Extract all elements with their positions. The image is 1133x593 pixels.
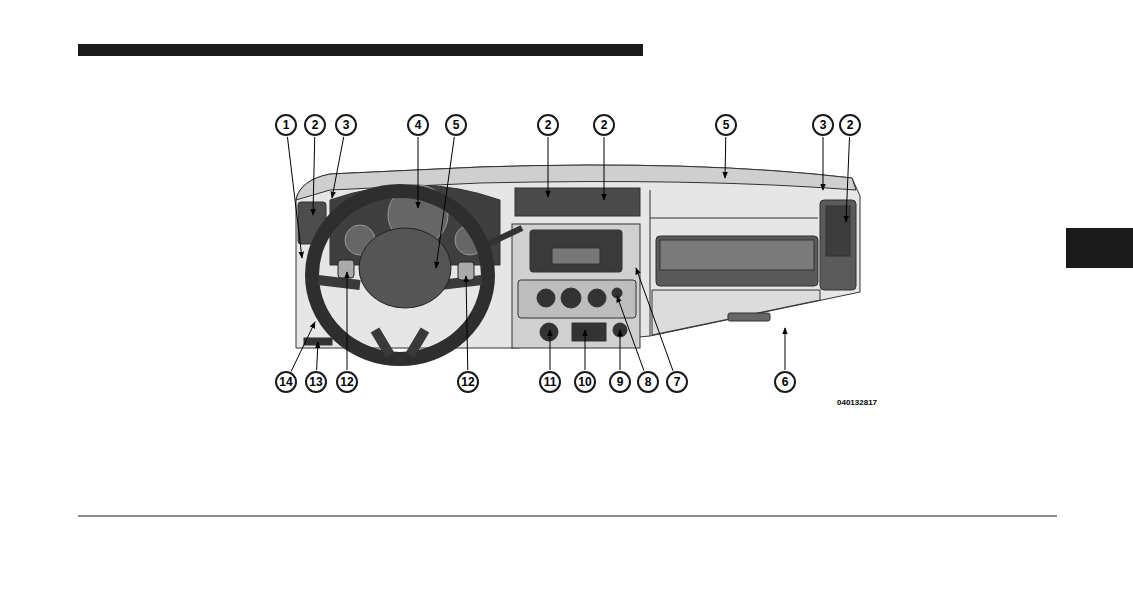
callout-circle: 3 — [812, 114, 834, 136]
leader-line — [291, 322, 315, 371]
callout-number: 13 — [309, 376, 322, 388]
callout-circle: 4 — [407, 114, 429, 136]
leader-line — [332, 137, 344, 198]
callout-number: 3 — [820, 119, 827, 131]
leader-line — [846, 137, 850, 222]
leader-line — [620, 330, 621, 370]
callout-circle: 2 — [537, 114, 559, 136]
leader-line — [347, 272, 348, 370]
steering-wheel — [312, 191, 488, 359]
leader-line — [466, 276, 468, 370]
callout-number: 12 — [340, 376, 353, 388]
callout-number: 6 — [782, 376, 789, 388]
leader-line — [436, 137, 454, 268]
figure-code: 040132817 — [836, 398, 878, 407]
callout-number: 2 — [847, 119, 854, 131]
leader-line — [585, 330, 586, 370]
callout-number: 12 — [461, 376, 474, 388]
callout-number: 7 — [674, 376, 681, 388]
callout-circle: 5 — [445, 114, 467, 136]
callout-number: 14 — [279, 376, 292, 388]
callout-circle: 12 — [457, 371, 479, 393]
leader-line — [725, 137, 727, 178]
callout-number: 5 — [453, 119, 460, 131]
callout-number: 3 — [343, 119, 350, 131]
callout-number: 10 — [578, 376, 591, 388]
leader-line — [313, 137, 315, 215]
leader-line — [617, 296, 644, 371]
callout-circle: 6 — [774, 371, 796, 393]
callout-circle: 2 — [593, 114, 615, 136]
leader-line — [785, 328, 786, 370]
callout-circle: 12 — [336, 371, 358, 393]
callout-circle: 2 — [304, 114, 326, 136]
header-bar — [78, 44, 643, 56]
callout-number: 2 — [601, 119, 608, 131]
callout-circle: 14 — [275, 371, 297, 393]
leader-line — [418, 137, 419, 208]
leader-line — [550, 330, 551, 370]
callout-circle: 5 — [715, 114, 737, 136]
callout-circle: 10 — [574, 371, 596, 393]
callout-circle: 1 — [275, 114, 297, 136]
callout-number: 2 — [312, 119, 319, 131]
callout-circle: 11 — [539, 371, 561, 393]
callout-number: 5 — [723, 119, 730, 131]
footer-rule — [78, 516, 1057, 517]
callout-number: 1 — [283, 119, 290, 131]
leader-line — [548, 137, 549, 197]
leader-line — [823, 137, 824, 190]
callout-circle: 13 — [305, 371, 327, 393]
leader-line — [287, 137, 302, 258]
leader-line — [604, 137, 605, 200]
callout-number: 4 — [415, 119, 422, 131]
callout-circle: 8 — [637, 371, 659, 393]
leader-line — [636, 268, 673, 371]
callout-number: 9 — [617, 376, 624, 388]
callout-number: 11 — [544, 376, 557, 388]
callout-circle: 2 — [839, 114, 861, 136]
callout-number: 2 — [545, 119, 552, 131]
leader-line — [317, 342, 318, 370]
callout-circle: 7 — [666, 371, 688, 393]
section-tab — [1066, 228, 1133, 268]
callout-circle: 9 — [609, 371, 631, 393]
callout-number: 8 — [645, 376, 652, 388]
callout-circle: 3 — [335, 114, 357, 136]
